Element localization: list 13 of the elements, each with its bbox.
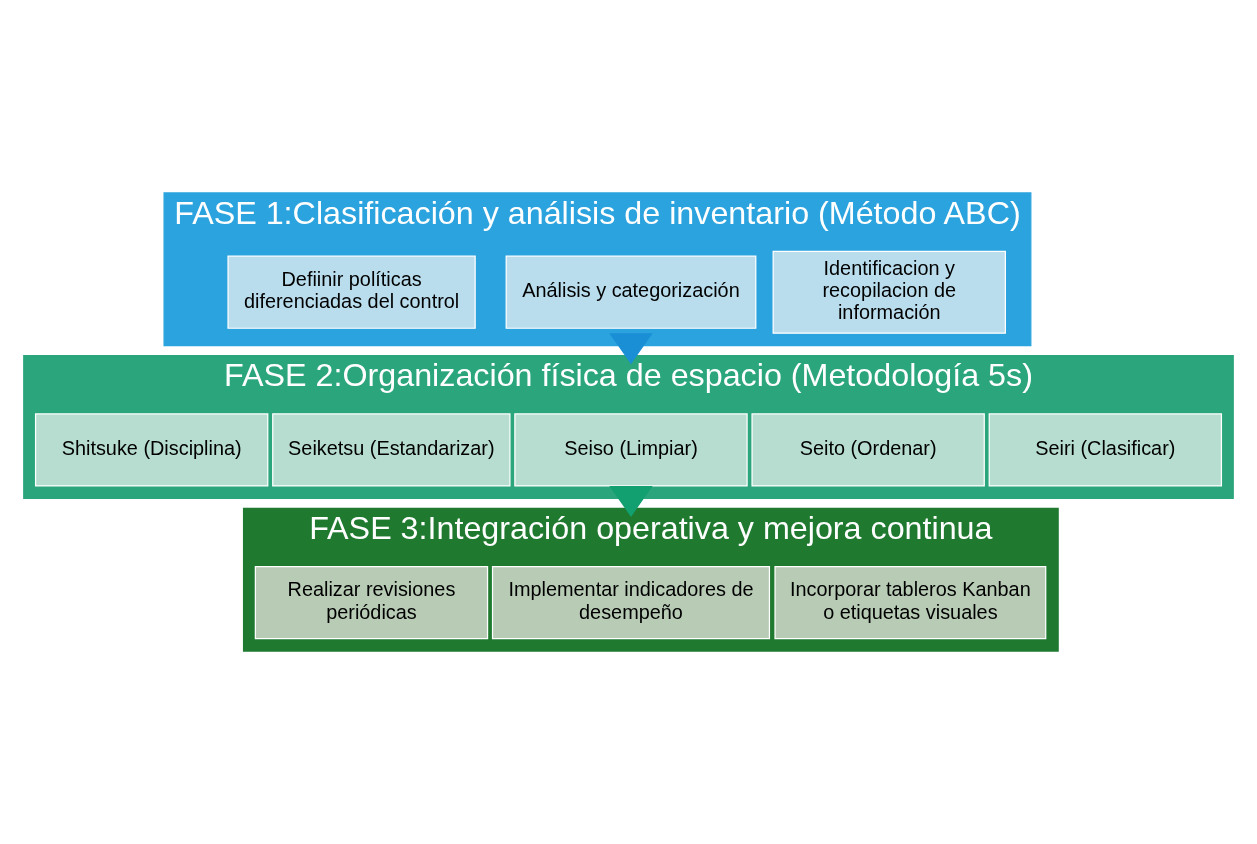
- arrow: [609, 333, 653, 365]
- node-box: Implementar indicadores de desempeño: [491, 566, 771, 640]
- node-box: Shitsuke (Disciplina): [34, 413, 269, 487]
- node-box: Seiketsu (Estandarizar): [272, 413, 511, 487]
- node-box: Realizar revisiones periódicas: [254, 566, 489, 640]
- node-box: Seito (Ordenar): [751, 413, 985, 487]
- node-box: Seiri (Clasificar): [988, 413, 1223, 487]
- node-box: Incorporar tableros Kanban o etiquetas visuales: [774, 566, 1047, 640]
- node-box: Análisis y categorización: [505, 255, 757, 329]
- arrow: [609, 485, 653, 517]
- node-box: Seiso (Limpiar): [514, 413, 748, 487]
- node-box: Identificacion y recopilacion de información: [772, 250, 1006, 334]
- node-box: Defiinir políticas diferenciadas del control: [227, 255, 476, 329]
